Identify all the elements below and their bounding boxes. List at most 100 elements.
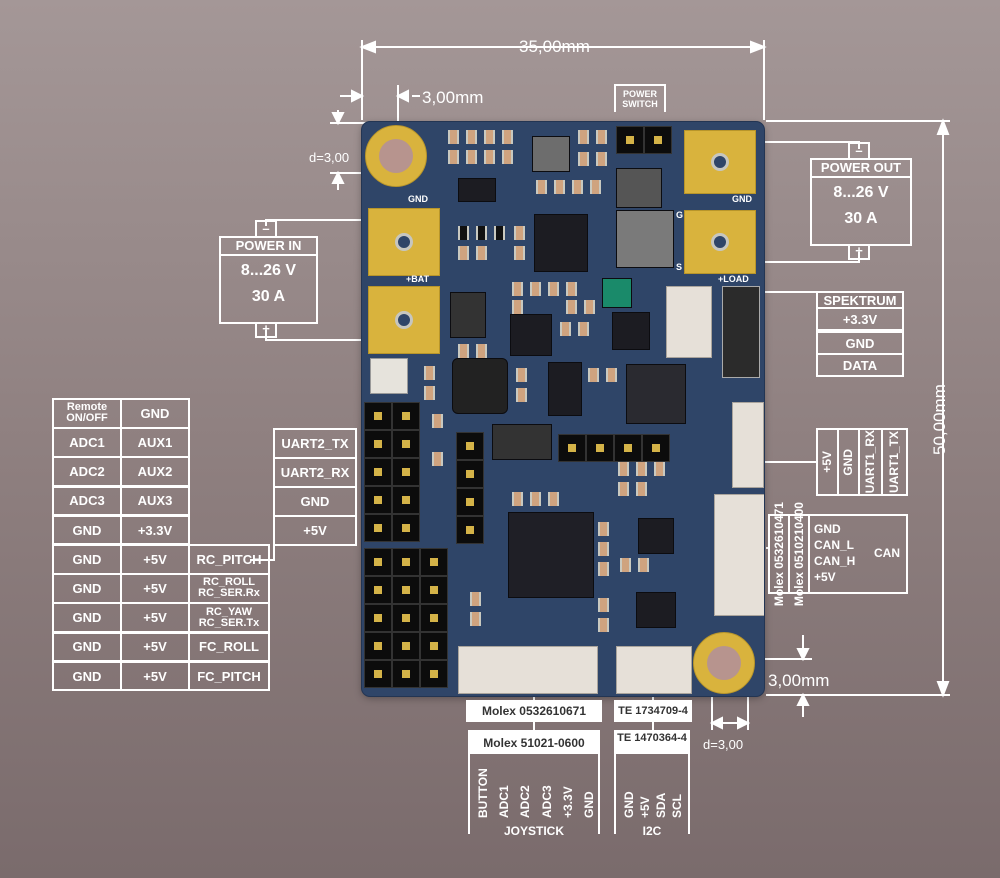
- bottom-hole-offset-dimension: 3,00mm: [768, 671, 830, 690]
- left-grid-cell: RC_ROLL RC_SER.Rx: [188, 573, 270, 604]
- left-grid-cell: +5V: [120, 631, 190, 663]
- power-in-voltage: 8...26 V: [240, 262, 297, 279]
- left-grid-cell: AUX2: [120, 456, 190, 487]
- left-grid-cell: GND: [52, 573, 122, 604]
- pcb-board: GND +BAT GND +LOAD G S: [362, 122, 764, 696]
- i2c-te: TE 1470364-4: [616, 732, 688, 754]
- joystick-pin: GND: [581, 791, 596, 818]
- sensor-chip: [510, 314, 552, 356]
- joystick-table: Molex 51021-0600 BUTTON ADC1 ADC2 ADC3 +…: [468, 730, 600, 838]
- flash-chip: [548, 362, 582, 416]
- spektrum-pin: DATA: [816, 353, 904, 377]
- joystick-pin: ADC3: [539, 785, 554, 818]
- joystick-connector[interactable]: [458, 646, 598, 694]
- i2c-connector[interactable]: [616, 646, 692, 694]
- uart1-pin: UART1_RX: [863, 430, 877, 494]
- joystick-molex: Molex 51021-0600: [470, 732, 598, 754]
- driver-chip: [492, 424, 552, 460]
- processor-chip: [626, 364, 686, 424]
- pcb-label-s: S: [676, 262, 683, 272]
- uart1-connector[interactable]: [732, 402, 764, 488]
- antenna-connector[interactable]: [370, 358, 408, 394]
- pcb-label-g: G: [676, 210, 684, 220]
- joystick-pin: ADC2: [518, 785, 533, 818]
- i2c-table: TE 1470364-4 GND +5V SDA SCL I2C: [614, 730, 690, 838]
- pcb-label-bat: +BAT: [406, 274, 430, 284]
- i2c-pin: +5V: [638, 796, 652, 818]
- power-switch-pin[interactable]: [616, 126, 644, 154]
- mosfet-chip: [534, 214, 588, 272]
- power-out-minus: –: [848, 142, 870, 158]
- i2c-pin: GND: [622, 791, 636, 818]
- left-grid-cell: AUX1: [120, 427, 190, 458]
- pcb-label-gnd-left: GND: [408, 194, 428, 204]
- left-grid-cell: GND: [52, 544, 122, 575]
- mounting-hole-top-left: [365, 125, 427, 187]
- power-switch-label: POWER SWITCH: [614, 84, 666, 112]
- i2c-label: I2C: [642, 824, 662, 838]
- inductor: [616, 210, 674, 268]
- power-out-box: POWER OUT 8...26 V 30 A: [810, 158, 912, 246]
- uart2-pin: UART2_RX: [273, 457, 357, 488]
- uart2-table: UART2_TX UART2_RX GND +5V: [273, 428, 357, 550]
- pcb-label-load: +LOAD: [718, 274, 749, 284]
- power-in-minus: –: [255, 220, 277, 236]
- left-grid-cell: ADC1: [52, 427, 122, 458]
- joystick-label: JOYSTICK: [503, 824, 564, 838]
- power-in-box: POWER IN 8...26 V 30 A: [219, 236, 318, 324]
- power-out-plus: +: [848, 244, 870, 260]
- left-grid-cell: RC_YAW RC_SER.Tx: [188, 602, 270, 633]
- can-connector[interactable]: [714, 494, 764, 616]
- spektrum-pin: GND: [816, 331, 904, 355]
- can-pin: +5V: [814, 570, 836, 584]
- power-switch-pin[interactable]: [644, 126, 672, 154]
- diode: [616, 168, 662, 208]
- mounting-hole-bottom-right: [693, 632, 755, 694]
- transistor: [458, 178, 496, 202]
- left-grid-cell: +5V: [120, 660, 190, 692]
- joystick-pin: +3.3V: [560, 786, 575, 818]
- left-grid-cell: GND: [52, 631, 122, 663]
- spektrum-connector[interactable]: [666, 286, 712, 358]
- usb-connector[interactable]: [722, 286, 760, 378]
- width-dimension: 35,00mm: [519, 37, 590, 56]
- height-dimension: 50,00mm: [930, 384, 949, 455]
- spektrum-title: SPEKTRUM: [816, 291, 904, 309]
- power-out-voltage: 8...26 V: [833, 184, 889, 201]
- uart1-pin: GND: [841, 448, 855, 476]
- uart2-pin: +5V: [273, 515, 357, 546]
- left-grid-cell: RC_PITCH: [188, 544, 270, 575]
- top-hole-offset-dimension: 3,00mm: [422, 88, 484, 107]
- power-out-title: POWER OUT: [812, 160, 910, 178]
- left-grid-cell: AUX3: [120, 485, 190, 517]
- can-molex-2: Molex 0510210400: [791, 501, 806, 607]
- power-out-current: 30 A: [844, 210, 878, 227]
- can-pin: CAN_L: [814, 538, 855, 552]
- left-grid-cell: +5V: [120, 602, 190, 633]
- power-in-title: POWER IN: [221, 238, 316, 256]
- top-hole-diameter: d=3,00: [309, 150, 350, 165]
- can-pin: CAN_H: [814, 554, 856, 568]
- left-grid-cell: FC_ROLL: [188, 631, 270, 663]
- mcu-chip: [508, 512, 594, 598]
- power-in-plus: +: [255, 322, 277, 338]
- buzzer: [452, 358, 508, 414]
- uart2-pin: GND: [273, 486, 357, 517]
- joystick-pin: BUTTON: [476, 768, 490, 818]
- can-pin: GND: [814, 522, 841, 536]
- i2c-te-top: TE 1734709-4: [614, 700, 692, 722]
- uart1-pin: +5V: [820, 451, 834, 473]
- left-grid-cell: ADC2: [52, 456, 122, 487]
- i2c-pin: SCL: [670, 794, 684, 818]
- left-grid-cell: GND: [52, 602, 122, 633]
- regulator-2: [636, 592, 676, 628]
- bottom-hole-diameter: d=3,00: [703, 737, 744, 752]
- left-grid-cell: +5V: [120, 544, 190, 575]
- led-green: [602, 278, 632, 308]
- uart2-pin: UART2_TX: [273, 428, 357, 459]
- capacitor: [532, 136, 570, 172]
- left-grid-cell: ADC3: [52, 485, 122, 517]
- spektrum-pin: +3.3V: [816, 307, 904, 331]
- power-in-current: 30 A: [251, 288, 286, 305]
